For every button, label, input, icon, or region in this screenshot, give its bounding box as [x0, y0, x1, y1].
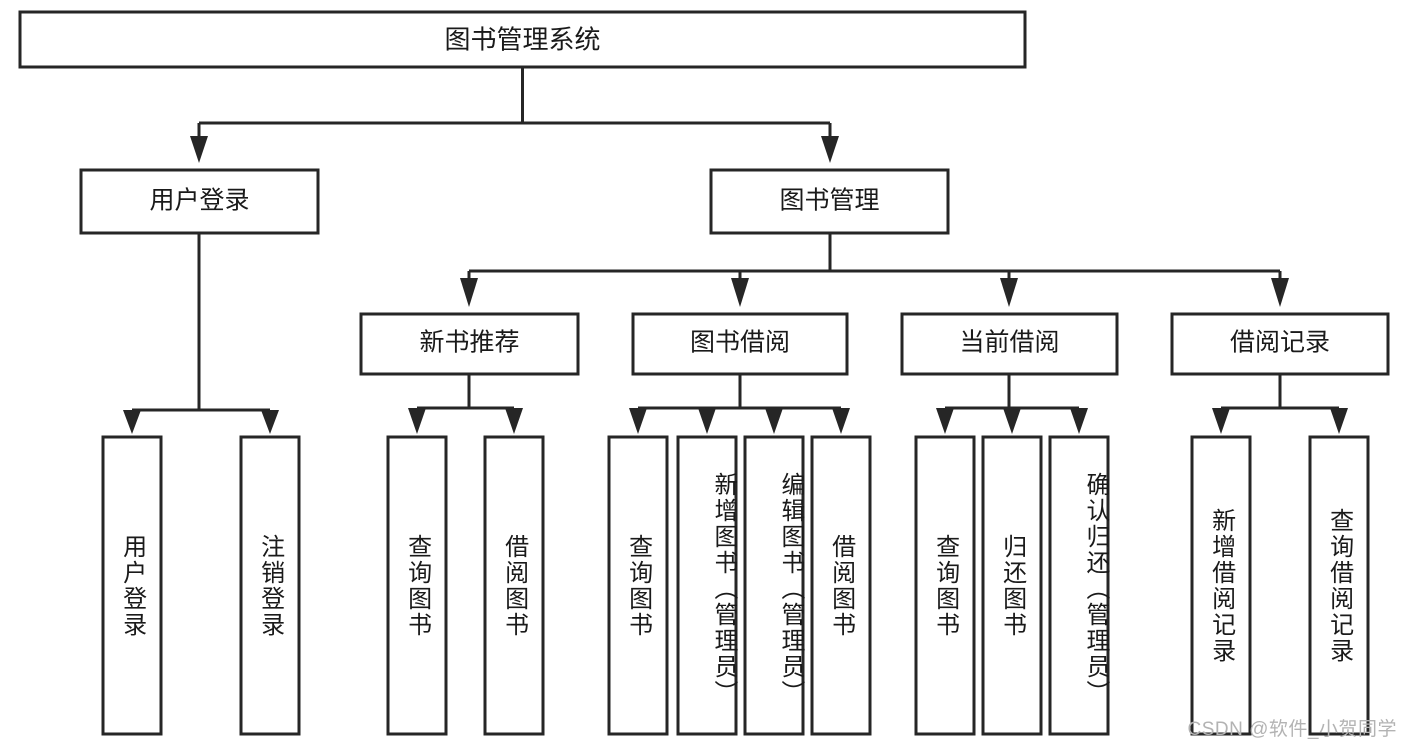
leaf-box-edit-book-admin[interactable] — [743, 435, 805, 736]
arrow-head-nb-leaf-2 — [505, 408, 523, 434]
connector-group-root — [190, 67, 839, 163]
arrow-head-leaf-logout — [261, 410, 279, 434]
node-root-label: 图书管理系统 — [444, 24, 600, 54]
connector-group-new-books — [408, 374, 523, 434]
node-borrow-records-label: 借阅记录 — [1230, 329, 1330, 357]
leaf-box-query-books-new[interactable] — [386, 435, 448, 736]
leaf-box-confirm-return-admin[interactable] — [1048, 435, 1110, 736]
arrow-head-bb-leaf-2 — [698, 408, 716, 434]
node-current-borrow[interactable]: 当前借阅 — [900, 312, 1119, 376]
leaf-box-query-borrow-record[interactable] — [1308, 435, 1370, 736]
arrow-head-br-leaf-1 — [1212, 408, 1230, 434]
arrow-head-bb-leaf-4 — [832, 408, 850, 434]
node-current-borrow-label: 当前借阅 — [959, 329, 1059, 357]
leaf-box-logout[interactable] — [239, 435, 301, 736]
arrow-head-bb-leaf-3 — [765, 408, 783, 434]
leaf-box-user-login[interactable] — [101, 435, 163, 736]
node-book-borrow-label: 图书借阅 — [690, 329, 790, 357]
node-book-management[interactable]: 图书管理 — [709, 168, 950, 235]
arrow-head-leaf-user-login — [123, 410, 141, 434]
leaf-box-add-borrow-record[interactable] — [1190, 435, 1252, 736]
node-user-login-label: 用户登录 — [149, 187, 249, 215]
node-borrow-records[interactable]: 借阅记录 — [1170, 312, 1390, 376]
arrow-head-bb-leaf-1 — [629, 408, 647, 434]
connector-group-borrow-records — [1212, 374, 1348, 434]
arrow-head-user-login — [190, 136, 208, 163]
arrow-head-cb-leaf-2 — [1003, 408, 1021, 434]
node-new-book-recommend[interactable]: 新书推荐 — [359, 312, 580, 376]
node-book-management-label: 图书管理 — [779, 187, 879, 215]
leaf-box-query-books-current[interactable] — [914, 435, 976, 736]
node-root-box[interactable] — [18, 10, 1027, 69]
arrow-head-current-borrow — [1000, 278, 1018, 307]
leaf-box-return-books[interactable] — [981, 435, 1043, 736]
leaf-box-add-book-admin[interactable] — [676, 435, 738, 736]
node-user-login[interactable]: 用户登录 — [79, 168, 320, 235]
connector-group-current-borrow — [936, 374, 1088, 434]
arrow-head-new-books — [460, 278, 478, 307]
arrow-head-borrow-records — [1271, 278, 1289, 307]
node-new-book-recommend-label: 新书推荐 — [419, 329, 519, 357]
leaf-box-query-books-borrow[interactable] — [607, 435, 669, 736]
node-new-book-recommend-box[interactable] — [359, 312, 580, 376]
connector-group-book-borrow — [629, 374, 850, 434]
node-root[interactable]: 图书管理系统 — [18, 10, 1027, 69]
leaf-box-borrow-books-new[interactable] — [483, 435, 545, 736]
arrow-head-cb-leaf-3 — [1070, 408, 1088, 434]
arrow-head-nb-leaf-1 — [408, 408, 426, 434]
csdn-watermark: CSDN @软件_小贺同学 — [1187, 719, 1397, 740]
node-current-borrow-box[interactable] — [900, 312, 1119, 376]
arrow-head-book-borrow — [731, 278, 749, 307]
leaf-box-borrow-books[interactable] — [810, 435, 872, 736]
connector-group-user-login — [123, 233, 279, 434]
node-book-borrow-box[interactable] — [631, 312, 849, 376]
arrow-head-cb-leaf-1 — [936, 408, 954, 434]
node-user-login-box[interactable] — [79, 168, 320, 235]
node-borrow-records-box[interactable] — [1170, 312, 1390, 376]
connector-group-book-mgmt — [460, 233, 1289, 307]
node-book-management-box[interactable] — [709, 168, 950, 235]
arrow-head-book-mgmt — [821, 136, 839, 163]
arrow-head-br-leaf-2 — [1330, 408, 1348, 434]
node-book-borrow[interactable]: 图书借阅 — [631, 312, 849, 376]
